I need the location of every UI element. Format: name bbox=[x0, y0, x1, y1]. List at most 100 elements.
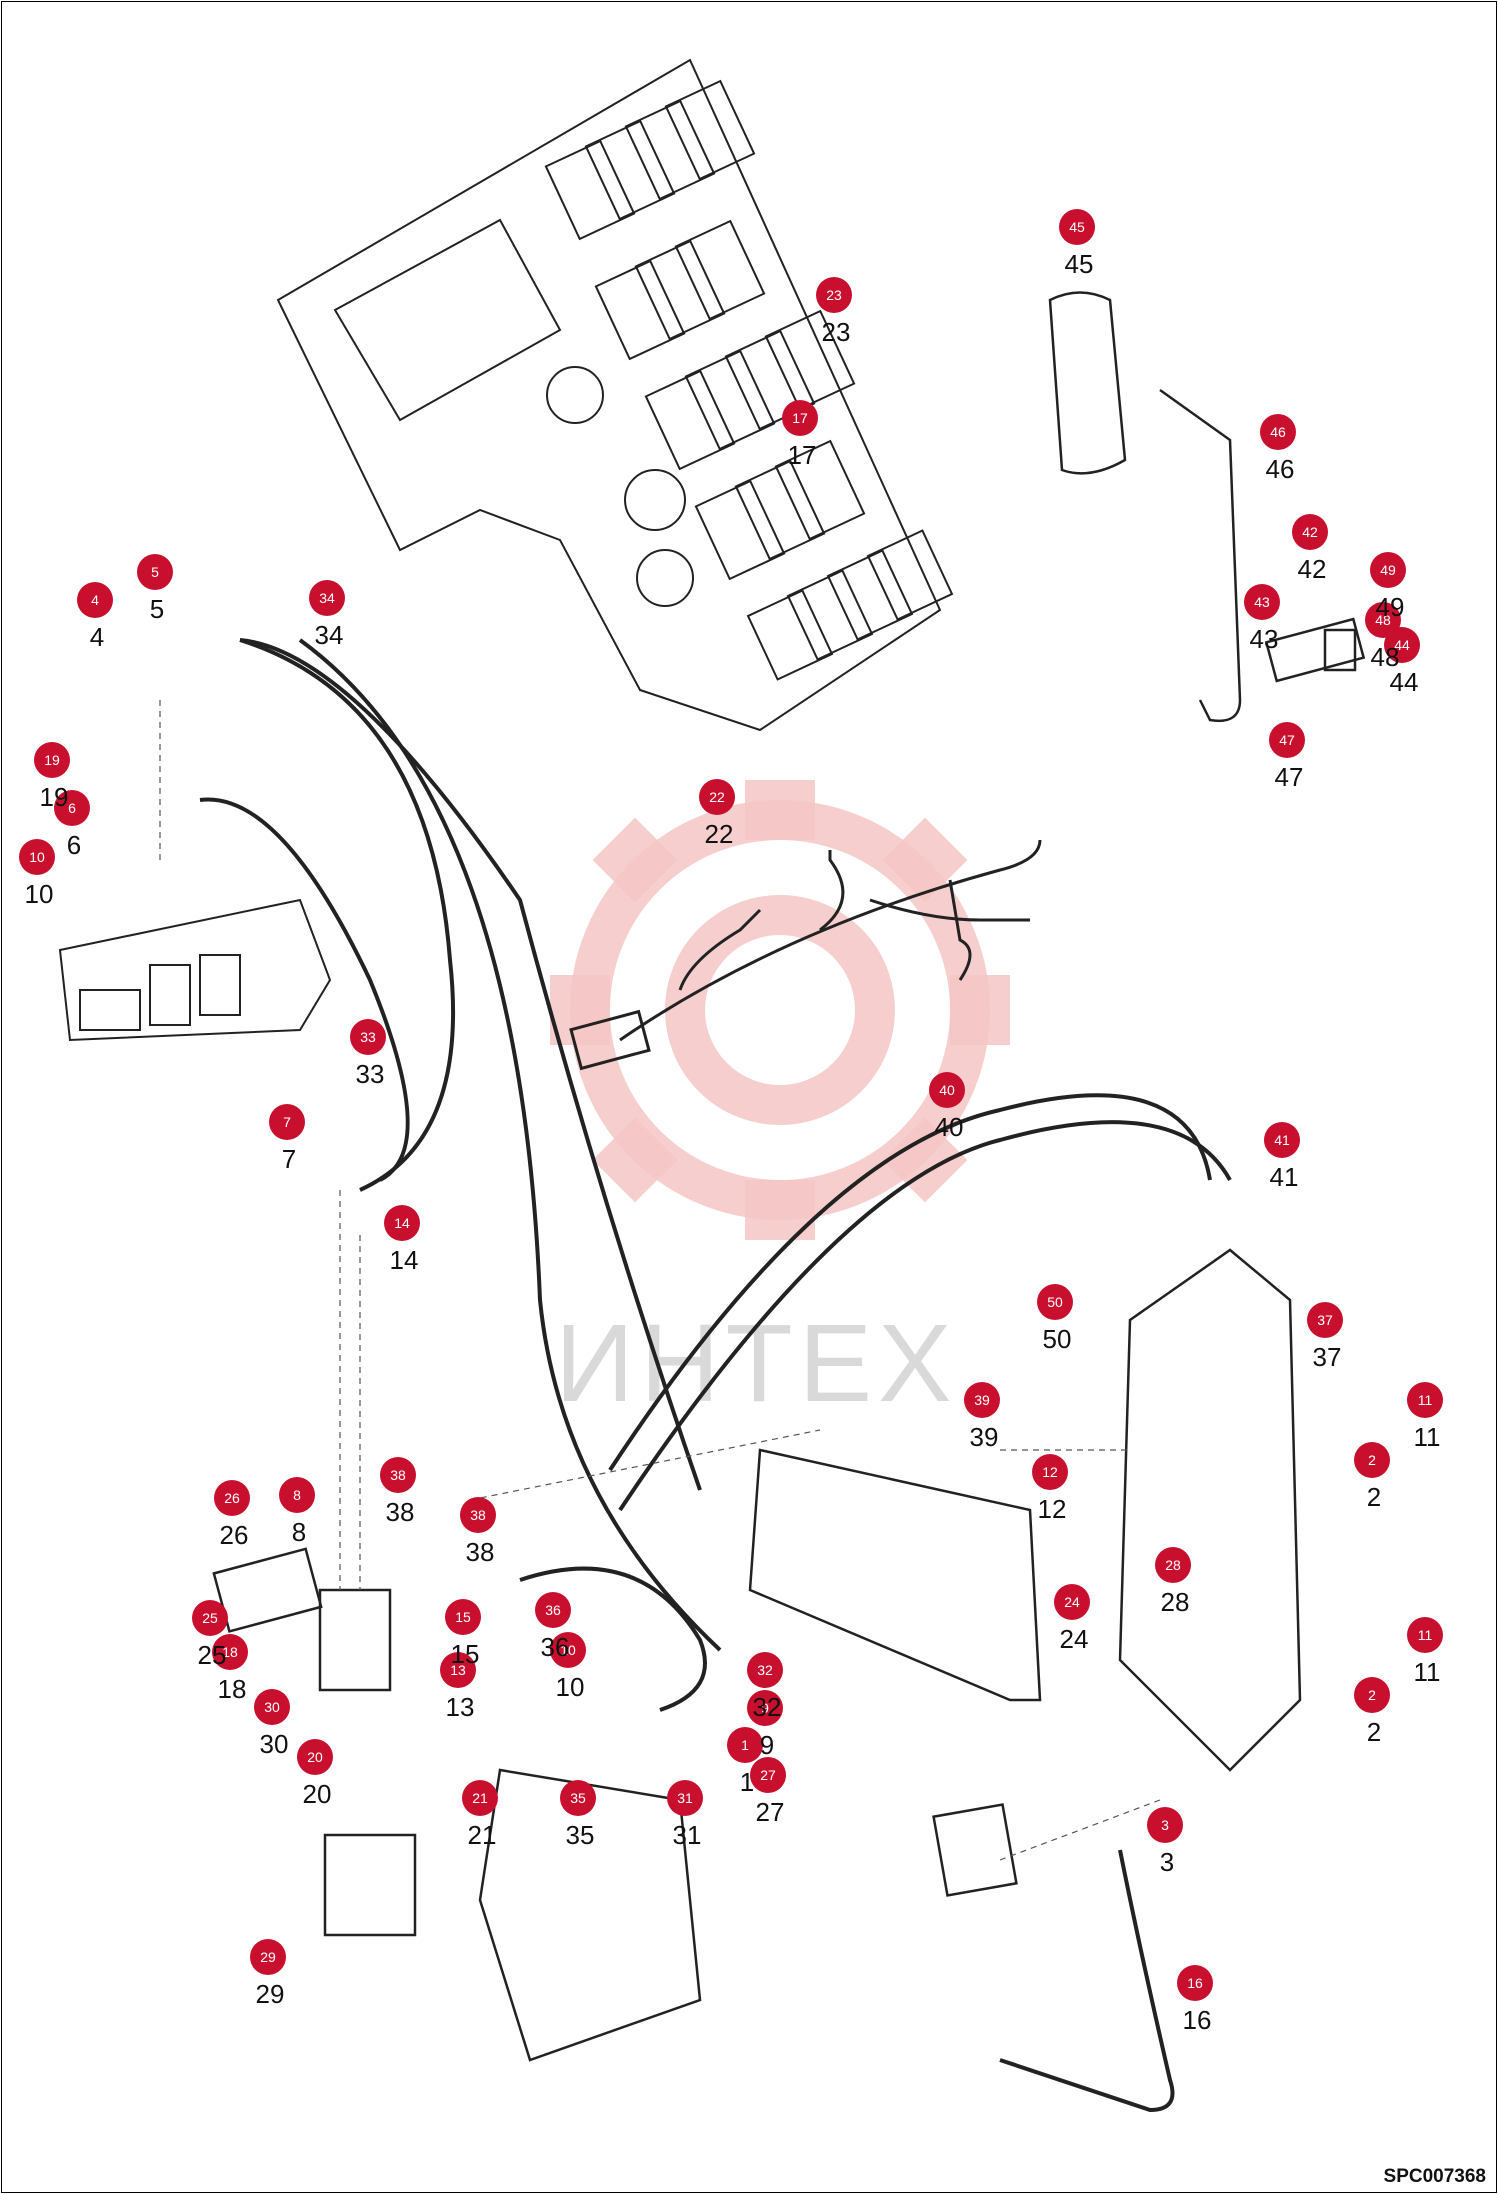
callout-2: 22 bbox=[1354, 1677, 1390, 1747]
callout-label: 24 bbox=[1060, 1624, 1089, 1654]
callout-label: 18 bbox=[218, 1674, 247, 1704]
callout-label: 27 bbox=[756, 1797, 785, 1827]
callout-12: 12 12 bbox=[1032, 1454, 1068, 1524]
callout-badge-number: 41 bbox=[1274, 1132, 1290, 1148]
callout-badge-number: 35 bbox=[570, 1790, 586, 1806]
callout-badge bbox=[1264, 1122, 1300, 1158]
callout-label: 25 bbox=[198, 1640, 227, 1670]
callout-badge-number: 12 bbox=[1042, 1464, 1058, 1480]
callout-badge bbox=[747, 1690, 783, 1726]
callout-label: 17 bbox=[788, 440, 817, 470]
callout-badge bbox=[250, 1939, 286, 1975]
callout-badge bbox=[1370, 552, 1406, 588]
callout-badge bbox=[214, 1480, 250, 1516]
callout-badge-number: 5 bbox=[151, 564, 159, 580]
callout-badge bbox=[1059, 209, 1095, 245]
mount-brackets bbox=[478, 1248, 1302, 2062]
callout-badge-number: 8 bbox=[293, 1487, 301, 1503]
image-code: SPC007368 bbox=[1383, 2166, 1486, 2187]
callout-badge-number: 17 bbox=[792, 410, 808, 426]
panel-switches bbox=[544, 79, 954, 681]
callout-badge bbox=[1384, 627, 1420, 663]
callout-badge-number: 32 bbox=[757, 1662, 773, 1678]
callout-label: 30 bbox=[260, 1729, 289, 1759]
callout-4: 44 bbox=[77, 582, 113, 652]
callout-badge bbox=[279, 1477, 315, 1513]
watermark-gear-teeth bbox=[550, 780, 1010, 1240]
callout-badge-number: 40 bbox=[939, 1082, 955, 1098]
callout-badge bbox=[560, 1780, 596, 1816]
callout-badge-number: 2 bbox=[1368, 1687, 1376, 1703]
callout-label: 38 bbox=[466, 1537, 495, 1567]
callout-badge-number: 3 bbox=[1161, 1817, 1169, 1833]
callout-badge-number: 19 bbox=[44, 752, 60, 768]
callout-badge bbox=[667, 1780, 703, 1816]
callout-badge bbox=[77, 582, 113, 618]
callout-label: 31 bbox=[673, 1820, 702, 1850]
callout-badge bbox=[462, 1780, 498, 1816]
callout-label: 26 bbox=[220, 1520, 249, 1550]
callout-label: 34 bbox=[315, 620, 344, 650]
callout-badge bbox=[1037, 1284, 1073, 1320]
callout-label: 45 bbox=[1065, 249, 1094, 279]
callout-badge bbox=[1054, 1584, 1090, 1620]
callout-label: 28 bbox=[1161, 1587, 1190, 1617]
callout-badge-number: 24 bbox=[1064, 1594, 1080, 1610]
callout-badge bbox=[1177, 1965, 1213, 2001]
callout-badge bbox=[1147, 1807, 1183, 1843]
callout-badge-number: 18 bbox=[222, 1644, 238, 1660]
callout-label: 23 bbox=[822, 317, 851, 347]
callout-8: 88 bbox=[279, 1477, 315, 1547]
callout-label: 29 bbox=[256, 1979, 285, 2009]
callout-24: 24 24 bbox=[1054, 1584, 1090, 1654]
callout-3: 33 bbox=[1147, 1807, 1183, 1877]
callout-badge bbox=[1260, 414, 1296, 450]
callout-badge-number: 4 bbox=[91, 592, 99, 608]
wire-harness bbox=[569, 839, 1042, 1071]
callout-badge bbox=[384, 1205, 420, 1241]
callout-label: 8 bbox=[292, 1517, 306, 1547]
callout-badge-number: 48 bbox=[1375, 612, 1391, 628]
callout-label: 37 bbox=[1313, 1342, 1342, 1372]
watermark-text: ИНТЕХ bbox=[555, 1302, 958, 1425]
callout-badge bbox=[54, 790, 90, 826]
callout-38: 38 38 bbox=[460, 1497, 496, 1567]
callout-badge-number: 13 bbox=[450, 1662, 466, 1678]
callout-7: 77 bbox=[269, 1104, 305, 1174]
callout-9: 99 bbox=[747, 1690, 783, 1760]
callout-badge bbox=[1032, 1454, 1068, 1490]
callout-badge bbox=[750, 1757, 786, 1793]
callout-badge-number: 11 bbox=[1418, 1627, 1433, 1643]
callout-badge bbox=[550, 1632, 586, 1668]
callout-badge-number: 43 bbox=[1254, 594, 1270, 610]
callout-badge bbox=[727, 1727, 763, 1763]
callout-label: 33 bbox=[356, 1059, 385, 1089]
callout-label: 49 bbox=[1376, 592, 1405, 622]
callout-48: 48 48 bbox=[1365, 602, 1401, 672]
callout-badge-number: 37 bbox=[1317, 1312, 1333, 1328]
callout-label: 12 bbox=[1038, 1494, 1067, 1524]
callout-badge-number: 33 bbox=[360, 1029, 376, 1045]
callout-label: 48 bbox=[1371, 642, 1400, 672]
callout-badge bbox=[445, 1599, 481, 1635]
callout-badge-number: 38 bbox=[470, 1507, 486, 1523]
callout-badge bbox=[192, 1600, 228, 1636]
callout-badge bbox=[309, 580, 345, 616]
callout-label: 21 bbox=[468, 1820, 497, 1850]
